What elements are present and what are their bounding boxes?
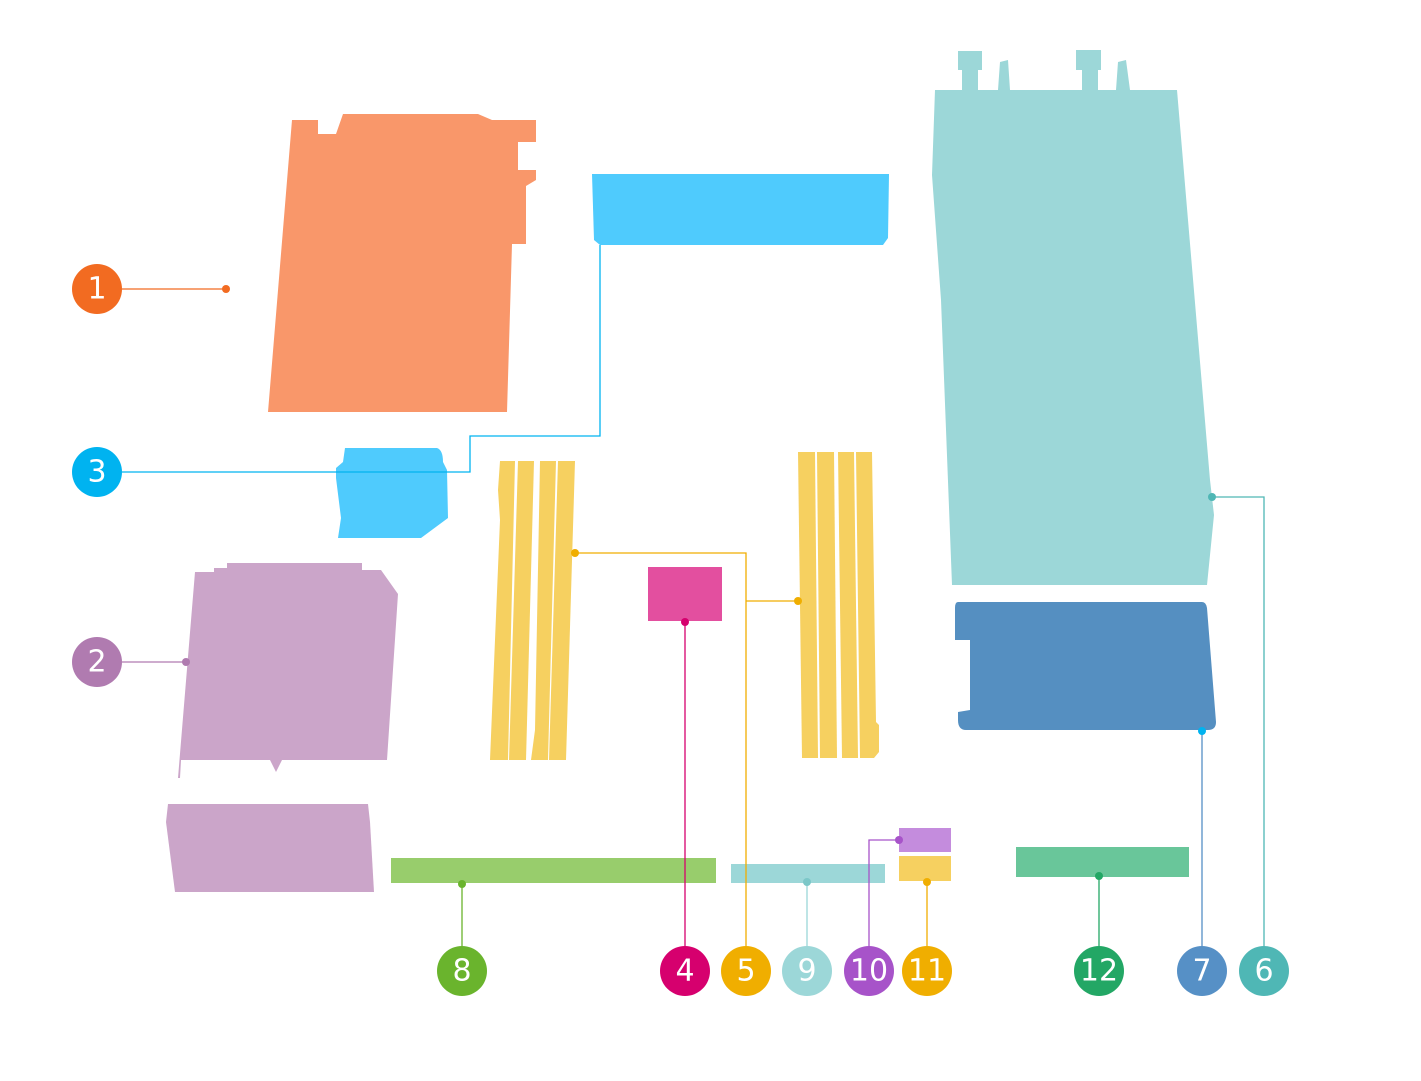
callout-11[interactable]: 11 [902, 946, 952, 996]
callout-10[interactable]: 10 [844, 946, 894, 996]
callout-12-label: 12 [1080, 954, 1118, 989]
part-6-shape [932, 50, 1214, 585]
callout-1-label: 1 [87, 272, 106, 307]
part-4-shape [648, 567, 722, 621]
callout-8[interactable]: 8 [437, 946, 487, 996]
callout-9[interactable]: 9 [782, 946, 832, 996]
part-5-shape-right [798, 452, 879, 758]
part-12-shape [1016, 847, 1189, 877]
callout-7[interactable]: 7 [1177, 946, 1227, 996]
leader-lines [122, 245, 1265, 946]
part-11-shape [899, 856, 951, 881]
part-2-shape-top [178, 563, 398, 778]
callout-9-label: 9 [797, 954, 816, 989]
callout-11-label: 11 [908, 954, 946, 989]
part-3-shape-top [592, 174, 889, 245]
callout-3[interactable]: 3 [72, 447, 122, 497]
callout-7-label: 7 [1192, 954, 1211, 989]
part-9-shape [731, 864, 885, 883]
callout-2[interactable]: 2 [72, 637, 122, 687]
part-2-shape-bottom [166, 804, 374, 892]
callout-8-label: 8 [452, 954, 471, 989]
callout-4-label: 4 [675, 954, 694, 989]
part-7-shape [955, 602, 1216, 730]
callout-6-label: 6 [1254, 954, 1273, 989]
part-8-shape [391, 858, 716, 883]
part-5-shape-left [490, 461, 575, 760]
part-1-shape [268, 114, 536, 412]
callout-10-label: 10 [850, 954, 888, 989]
callout-1[interactable]: 1 [72, 264, 122, 314]
callout-3-label: 3 [87, 455, 106, 490]
callout-6[interactable]: 6 [1239, 946, 1289, 996]
callout-5-label: 5 [736, 954, 755, 989]
part-10-shape [899, 828, 951, 852]
callout-12[interactable]: 12 [1074, 946, 1124, 996]
callout-2-label: 2 [87, 645, 106, 680]
part-3-shape-small [336, 448, 448, 538]
callout-5[interactable]: 5 [721, 946, 771, 996]
callout-4[interactable]: 4 [660, 946, 710, 996]
